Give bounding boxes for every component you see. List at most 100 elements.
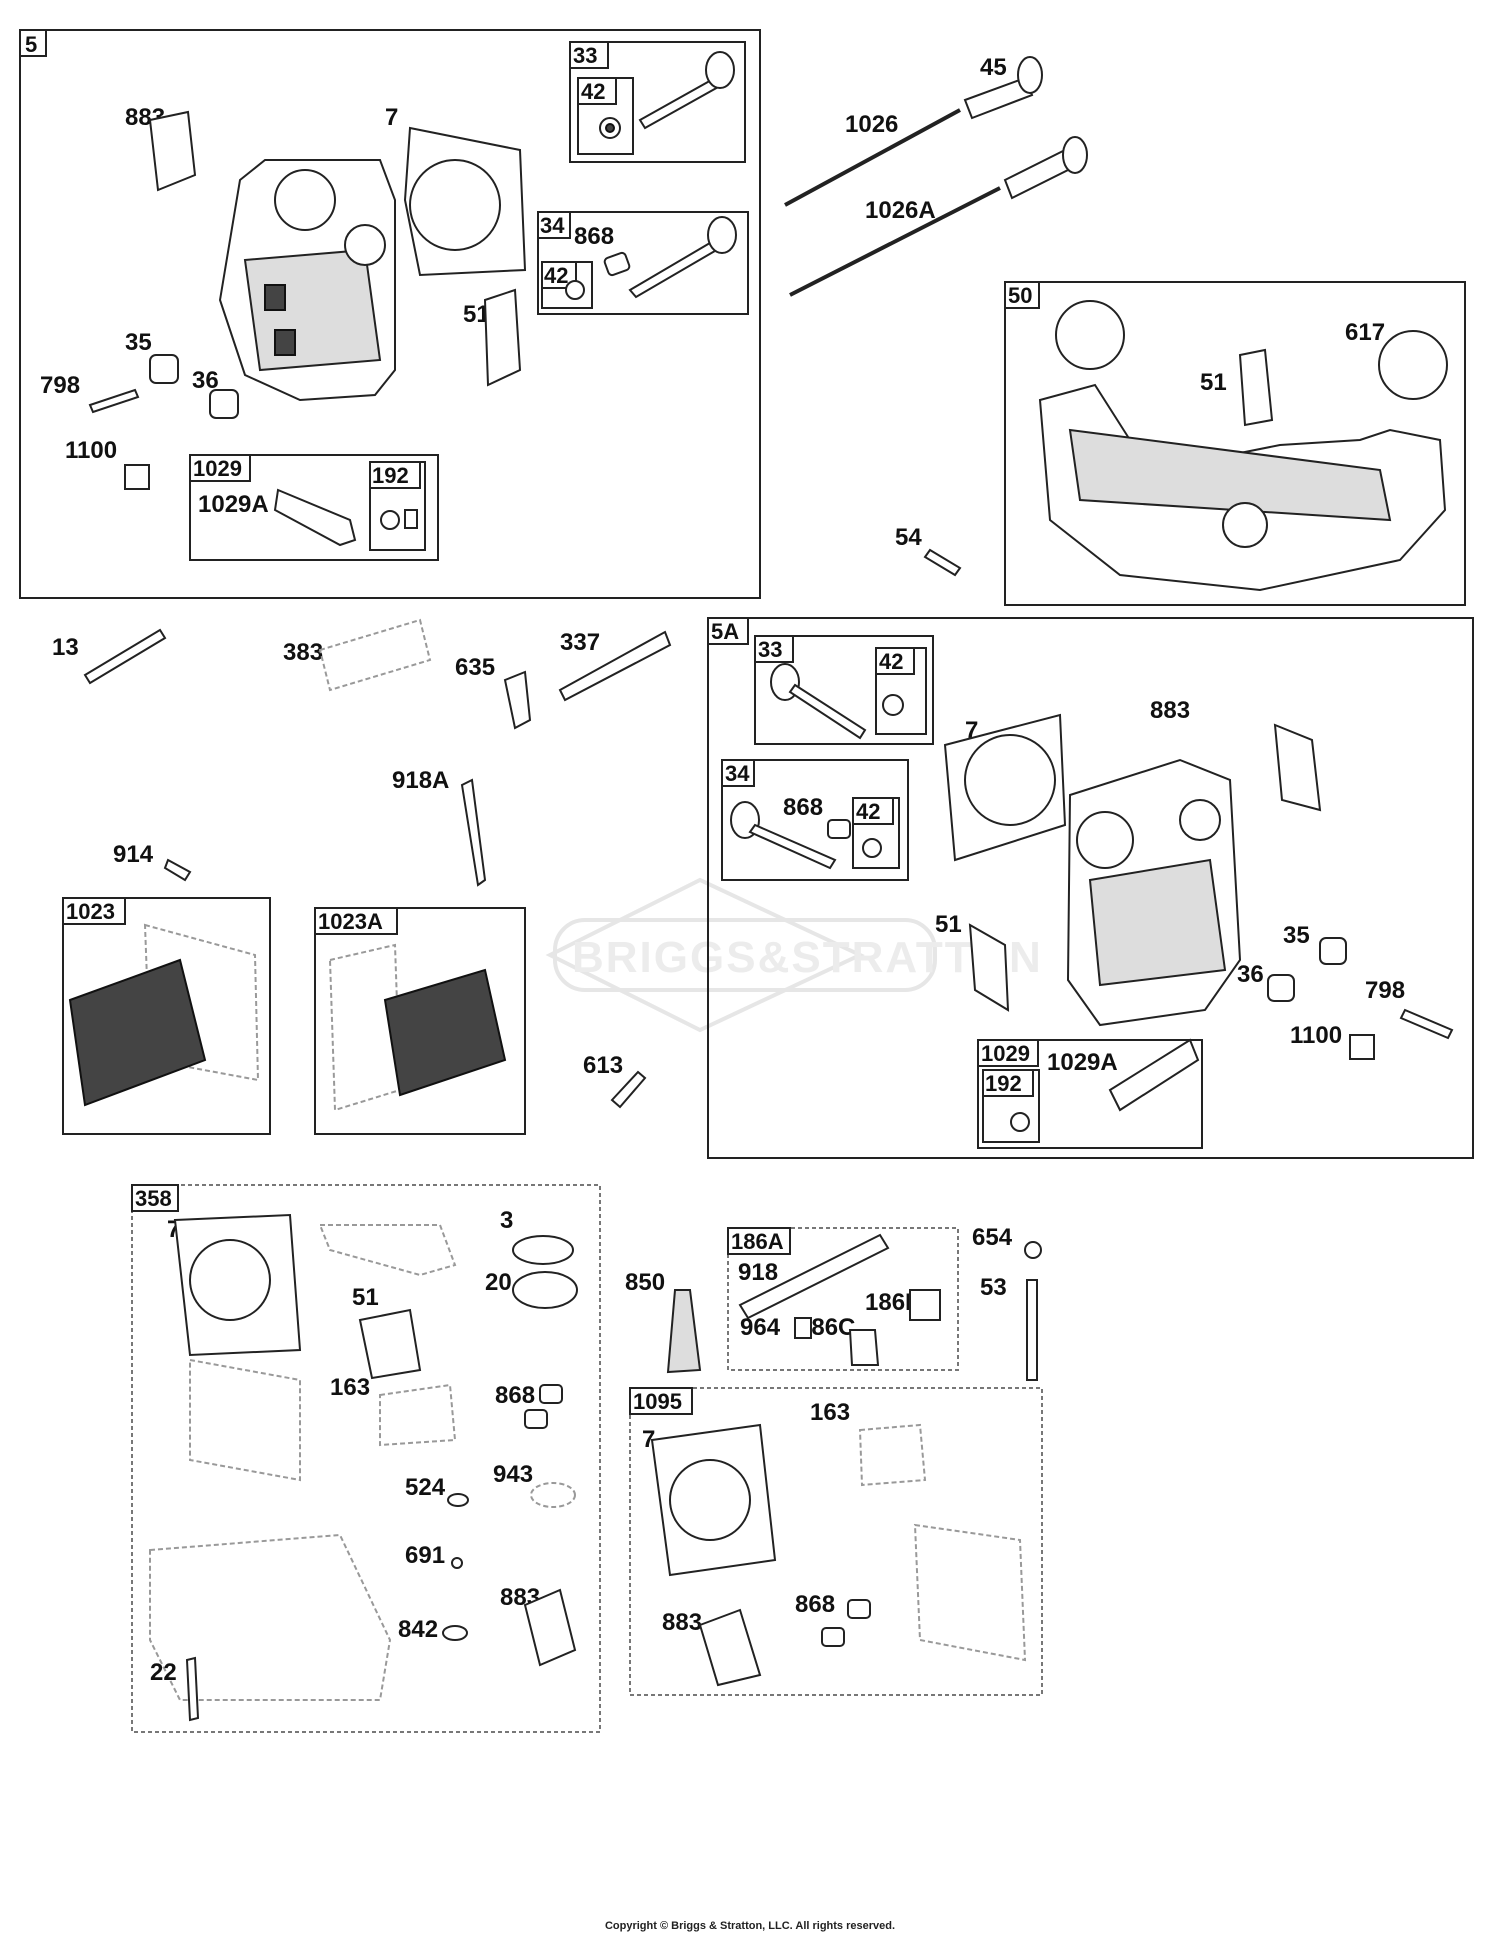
valve-cover-1023 (68, 958, 207, 1107)
label-337: 337 (560, 629, 600, 656)
label-1029Ab: 1029A (1047, 1049, 1118, 1076)
label-850: 850 (625, 1269, 665, 1296)
box-1023-tag: 1023 (66, 899, 115, 924)
box-1029b-tag: 1029 (981, 1041, 1030, 1066)
box-42-tag: 42 (581, 79, 605, 104)
spark-plug-boot (503, 670, 532, 730)
label-868b: 868 (783, 794, 823, 821)
box-1029-frame (189, 454, 439, 561)
label-20: 20 (485, 1269, 512, 1296)
box-42c-tag: 42 (879, 649, 903, 674)
box-50-tag: 50 (1008, 283, 1032, 308)
intake-seal-left (1055, 300, 1125, 370)
label-7: 7 (385, 104, 398, 131)
label-635: 635 (455, 654, 495, 681)
label-524: 524 (405, 1474, 446, 1501)
group-5A: 5A 33 42 34 42 868 7 883 51 (707, 617, 1474, 1159)
label-383: 383 (283, 639, 323, 666)
head-bolt (83, 628, 167, 685)
box-5A-tag: 5A (711, 619, 739, 644)
label-1100b: 1100 (1290, 1022, 1342, 1049)
label-163b: 163 (810, 1399, 850, 1426)
box-1023A-frame (314, 907, 526, 1135)
group-5: 5 33 42 34 42 868 883 (19, 29, 761, 599)
exhaust-gasket (148, 110, 197, 192)
valve-cover-1023A (383, 968, 507, 1097)
box-5A-frame (707, 617, 1474, 1159)
valve-head (705, 51, 735, 89)
box-358-tag: 358 (135, 1186, 172, 1211)
label-13: 13 (52, 634, 79, 661)
label-914: 914 (113, 841, 154, 868)
box-358-frame (131, 1184, 601, 1733)
label-798: 798 (40, 372, 80, 399)
ghost-part-383 (318, 618, 432, 692)
label-51c: 51 (935, 911, 962, 938)
label-51b: 51 (1200, 369, 1227, 396)
box-1095-tag: 1095 (633, 1389, 682, 1414)
rocker-stud (88, 388, 140, 414)
label-918: 918 (738, 1259, 778, 1286)
box-192b-tag: 192 (985, 1071, 1022, 1096)
label-22: 22 (150, 1659, 177, 1686)
box-1023A-tag: 1023A (318, 909, 383, 934)
valve-stem-34 (628, 238, 722, 299)
label-617: 617 (1345, 319, 1385, 346)
group-1023A: 1023A (314, 907, 526, 1135)
group-50: 50 617 51 (1004, 281, 1466, 606)
box-34-tag: 34 (540, 213, 565, 238)
valve-guide (603, 251, 631, 277)
label-964: 964 (740, 1314, 781, 1341)
cylinder-head (218, 159, 396, 402)
valve-spring-36 (209, 389, 239, 419)
label-613: 613 (583, 1052, 623, 1079)
nut (380, 510, 400, 530)
group-358: 358 7 3 20 51 163 868 524 943 691 883 84… (131, 1184, 601, 1733)
breather-tube (460, 778, 487, 887)
label-3: 3 (500, 1207, 513, 1234)
pushrods: 45 1026 1026A (784, 54, 1088, 297)
manifold-bolt (923, 548, 962, 577)
watermark-text: BRIGGS&STRATTON (572, 933, 1043, 982)
spark-plug (558, 630, 672, 702)
group-186A: 186A 918 186B 186C 964 (727, 1227, 959, 1371)
label-691: 691 (405, 1542, 445, 1569)
label-883b: 883 (1150, 697, 1190, 724)
intake-seal-right (1378, 330, 1448, 400)
box-192-tag: 192 (372, 463, 409, 488)
intake-gasket-50 (1238, 348, 1274, 427)
label-53: 53 (980, 1274, 1007, 1301)
label-943: 943 (493, 1461, 533, 1488)
box-42b-tag: 42 (544, 263, 568, 288)
group-1095: 1095 163 7 883 868 (629, 1387, 1043, 1696)
label-51d: 51 (352, 1284, 379, 1311)
label-883d: 883 (662, 1609, 702, 1636)
valve-stem (638, 76, 722, 130)
label-1026A: 1026A (865, 197, 936, 224)
sealant-tube (666, 1289, 702, 1374)
box-33-frame (569, 41, 746, 163)
cylinder-head-5A (1066, 758, 1242, 1027)
box-5-frame (19, 29, 761, 599)
label-918A: 918A (392, 767, 449, 794)
label-1026: 1026 (845, 111, 898, 138)
label-868c: 868 (495, 1382, 535, 1409)
copyright-notice: Copyright © Briggs & Stratton, LLC. All … (604, 1920, 896, 1932)
box-186A-frame (727, 1227, 959, 1371)
box-33-tag: 33 (573, 43, 597, 68)
label-163a: 163 (330, 1374, 370, 1401)
label-798b: 798 (1365, 977, 1405, 1004)
label-35b: 35 (1283, 922, 1310, 949)
box-1023-frame (62, 897, 271, 1135)
label-36b: 36 (1237, 961, 1264, 988)
label-654: 654 (972, 1224, 1013, 1251)
label-1100: 1100 (65, 437, 117, 464)
box-1029-tag: 1029 (193, 456, 242, 481)
intake-gasket (483, 288, 522, 387)
guide-plate (124, 464, 150, 490)
label-35: 35 (125, 329, 152, 356)
box-34-frame (537, 211, 749, 315)
cover-screw (163, 858, 192, 882)
watermark: BRIGGS&STRATTON (545, 877, 1043, 1033)
